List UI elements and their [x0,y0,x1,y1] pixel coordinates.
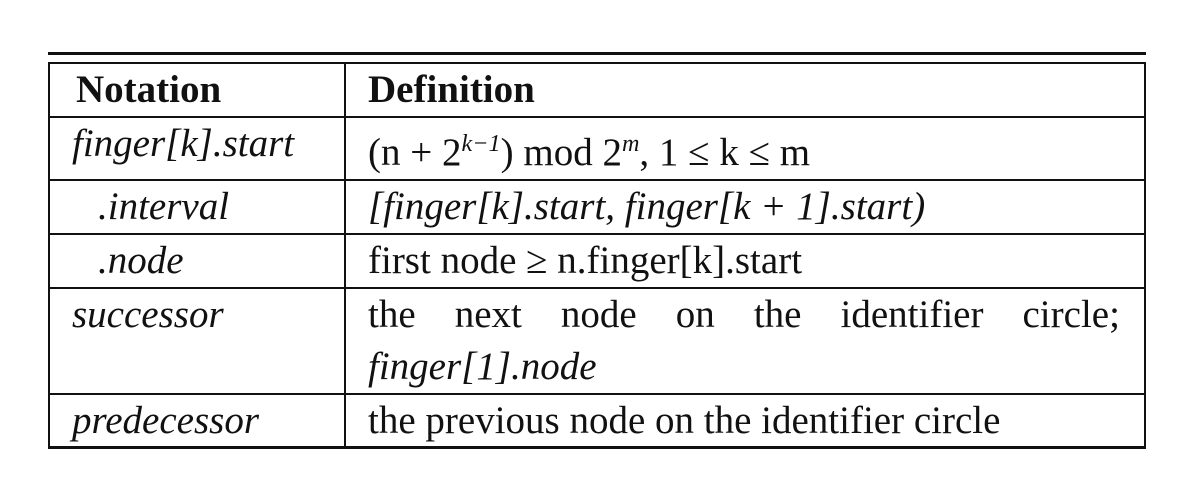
definition-text: [finger[k].start, finger[k + 1].start) [368,185,926,228]
table-bottom-rule [48,446,1146,449]
definition-word: the [368,293,416,336]
row-definition-node: first node ≥ n.finger[k].start [344,233,1146,289]
definition-word: next [454,293,522,336]
row-notation-interval: .interval [48,179,346,235]
notation-text: successor [72,293,224,336]
definition-text: first node ≥ n.finger[k].start [368,239,803,282]
row-definition-finger-start: (n + 2k−1) mod 2m, 1 ≤ k ≤ m [344,116,1146,181]
table-row: predecessor the previous node on the ide… [48,393,1146,449]
row-notation-finger-start: finger[k].start [48,116,346,181]
row-definition-predecessor: the previous node on the identifier circ… [344,393,1146,449]
row-notation-predecessor: predecessor [48,393,346,449]
table-row: .interval [finger[k].start, finger[k + 1… [48,179,1146,235]
notation-text: .interval [98,185,230,228]
definition-word: circle; [1022,293,1120,336]
table-top-rule [48,52,1146,55]
definition-line-2: finger[1].node [368,345,597,388]
definition-word: the [753,293,802,336]
definition-text: (n + 2k−1) mod 2m, 1 ≤ k ≤ m [368,130,811,174]
table-header-row: Notation Definition [48,62,1146,118]
definition-text: the previous node on the identifier circ… [368,399,1001,442]
row-notation-node: .node [48,233,346,289]
table-row: .node first node ≥ n.finger[k].start [48,233,1146,289]
definition-word: on [675,293,715,336]
notation-text: predecessor [72,399,260,442]
notation-table: Notation Definition finger[k].start (n +… [48,62,1146,449]
table-row: finger[k].start (n + 2k−1) mod 2m, 1 ≤ k… [48,116,1146,181]
definition-word: node [560,293,637,336]
row-definition-interval: [finger[k].start, finger[k + 1].start) [344,179,1146,235]
notation-text: finger[k].start [72,122,295,165]
definition-word: identifier [840,293,984,336]
notation-text: .node [98,239,184,282]
header-definition: Definition [344,62,1146,118]
header-notation: Notation [48,62,346,118]
row-notation-successor: successor [48,287,346,395]
